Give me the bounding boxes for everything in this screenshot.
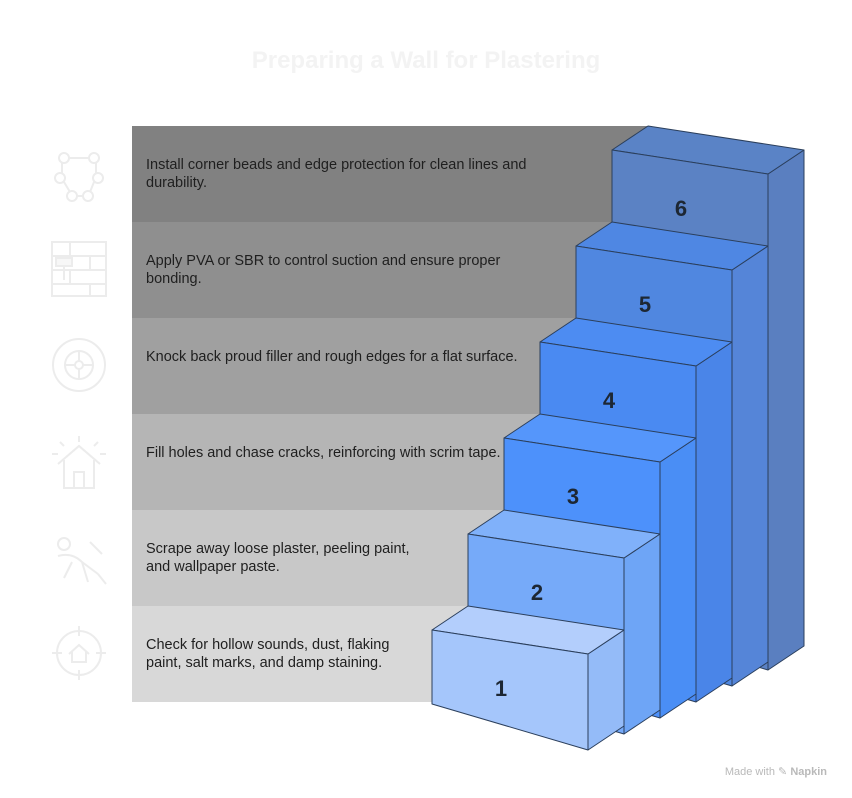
step-4-side [695,341,733,703]
step-2-number: 2 [531,580,543,605]
step-5-text: Apply PVA or SBR to control suction and … [146,253,501,287]
house-cracks-icon [50,434,108,492]
step-2-side [623,533,661,735]
footer-brand: Napkin [790,766,827,778]
step-1-text: Check for hollow sounds, dust, flaking p… [146,637,390,671]
step-6-number: 6 [675,196,687,221]
step-6-text: Install corner beads and edge protection… [146,157,527,191]
step-3-text: Fill holes and chase cracks, reinforcing… [146,445,501,461]
sanding-disc-icon [50,336,108,394]
step-4-number: 4 [603,388,616,413]
band-step-6 [132,126,652,222]
step-6-side [767,149,805,671]
step-1-number: 1 [495,676,507,701]
footer-prefix: Made with [724,766,775,778]
band-step-3 [132,414,544,510]
worker-scraping-icon [50,532,108,590]
people-network-icon [50,146,108,204]
band-step-2 [132,510,508,606]
paint-roller-wall-icon [50,240,108,298]
step-5-number: 5 [639,292,651,317]
band-step-5 [132,222,616,318]
footer-attribution: Made with ✎ Napkin [725,765,827,778]
step-3-side [659,437,697,719]
step-3-number: 3 [567,484,579,509]
page-title: Preparing a Wall for Plastering [251,47,601,74]
step-2-text: Scrape away loose plaster, peeling paint… [146,541,410,575]
napkin-logo-icon: ✎ [778,766,788,778]
house-target-icon [50,624,108,682]
step-5-side [731,245,769,687]
band-step-1 [132,606,472,702]
band-step-4 [132,318,580,414]
step-4-text: Knock back proud filler and rough edges … [146,349,518,365]
step-1-front [431,629,589,751]
